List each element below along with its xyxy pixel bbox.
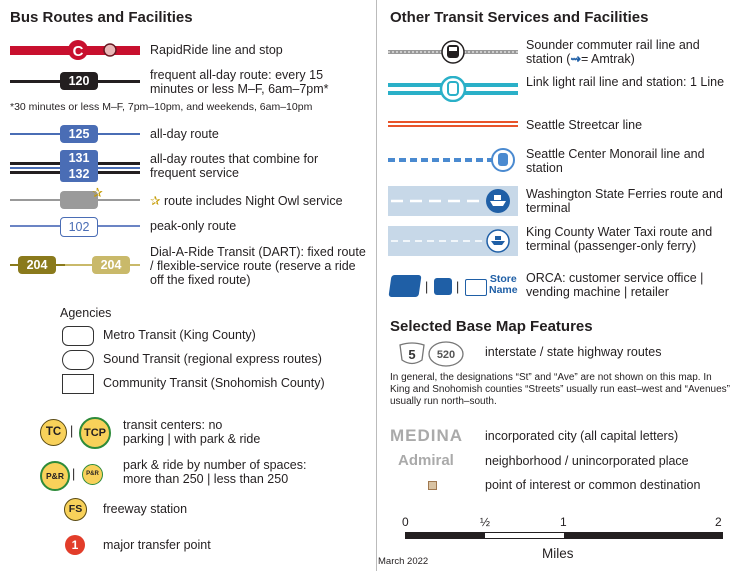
sound-agency-shape [62, 350, 94, 370]
poi-label: point of interest or common destination [485, 478, 701, 492]
bus-routes-heading: Bus Routes and Facilities [10, 9, 193, 26]
combine-badge-2: 132 [60, 166, 98, 182]
highways-label: interstate / state highway routes [485, 345, 662, 359]
watertaxi-label: King County Water Taxi route and termina… [526, 225, 713, 253]
scale-tick-half: ½ [480, 515, 491, 529]
orca-vending-icon [434, 278, 452, 295]
watertaxi-symbol [388, 226, 518, 256]
nightowl-text: route includes Night Owl service [163, 194, 343, 208]
allday-label: all-day route [150, 127, 219, 141]
scale-unit: Miles [542, 546, 574, 561]
scale-bar [405, 532, 723, 539]
nightowl-badge [60, 191, 98, 209]
neighborhood-label: neighborhood / unincorporated place [485, 454, 689, 468]
transfer-point-icon: 1 [65, 535, 85, 555]
transit-centers-label: transit centers: no parking | with park … [123, 418, 261, 446]
transit-center-park-ride-icon: TCP [79, 417, 111, 449]
frequent-label: frequent all-day route: every 15 minutes… [150, 68, 329, 96]
sound-agency-label: Sound Transit (regional express routes) [103, 352, 322, 366]
poi-icon [428, 481, 437, 490]
streetcar-line-2 [388, 125, 518, 127]
park-ride-small-icon: P&R [82, 464, 103, 485]
tc-separator: | [70, 424, 74, 438]
combine-label: all-day routes that combine for frequent… [150, 152, 319, 180]
other-transit-heading: Other Transit Services and Facilities [390, 9, 649, 26]
street-note: In general, the designations “St” and “A… [390, 372, 731, 407]
streetcar-line-1 [388, 121, 518, 123]
scale-tick-0: 0 [402, 515, 409, 529]
allday-badge: 125 [60, 125, 98, 143]
sounder-symbol [388, 40, 518, 64]
column-divider [376, 0, 377, 571]
nightowl-star-icon: ✰ [92, 185, 103, 200]
sounder-text: Sounder commuter rail line and station ( [526, 38, 700, 66]
orca-sep-1: | [425, 280, 429, 294]
orca-store-2: Name [489, 284, 518, 296]
scale-tick-2: 2 [715, 515, 722, 529]
agencies-heading: Agencies [60, 306, 112, 320]
metro-agency-label: Metro Transit (King County) [103, 328, 256, 342]
monorail-label: Seattle Center Monorail line and station [526, 147, 705, 175]
sounder-label: Sounder commuter rail line and station (… [526, 38, 731, 66]
monorail-symbol [388, 148, 518, 172]
orca-label: ORCA: customer service office | vending … [526, 271, 704, 299]
community-agency-label: Community Transit (Snohomish County) [103, 376, 325, 390]
interstate-shield: 5 [408, 347, 415, 362]
link-label: Link light rail line and station: 1 Line [526, 75, 725, 89]
amtrak-icon: ⇝ [570, 52, 581, 66]
orca-store-1: Store [489, 273, 517, 285]
orca-office-icon [388, 275, 422, 297]
dart-label: Dial-A-Ride Transit (DART): fixed route … [150, 245, 366, 287]
rapidride-symbol: C [10, 40, 140, 60]
freeway-station-icon: FS [64, 498, 87, 521]
park-ride-separator: | [72, 467, 76, 481]
ferries-label: Washington State Ferries route and termi… [526, 187, 723, 215]
frequent-note: *30 minutes or less M–F, 7pm–10pm, and w… [10, 101, 313, 113]
metro-agency-shape [62, 326, 94, 346]
peak-label: peak-only route [150, 219, 237, 233]
transfer-point-label: major transfer point [103, 538, 211, 552]
frequent-badge: 120 [60, 72, 98, 90]
base-map-heading: Selected Base Map Features [390, 318, 593, 335]
park-ride-label: park & ride by number of spaces: more th… [123, 458, 307, 486]
star-icon: ✰ [150, 194, 161, 208]
streetcar-label: Seattle Streetcar line [526, 118, 643, 132]
dart-badge: 204 [18, 256, 56, 274]
highway-shields: 5 520 [398, 340, 466, 368]
ferries-symbol [388, 186, 518, 216]
neighborhood-sample: Admiral [398, 452, 454, 469]
city-sample: MEDINA [390, 426, 464, 445]
rapidride-badge: C [73, 43, 84, 60]
freeway-station-label: freeway station [103, 502, 188, 516]
state-shield: 520 [437, 349, 455, 361]
sounder-text-end: = Amtrak) [580, 52, 635, 66]
combine-badge-1: 131 [60, 150, 98, 166]
nightowl-label: ✰ route includes Night Owl service [150, 194, 343, 208]
peak-badge: 102 [60, 217, 98, 237]
link-symbol [388, 75, 518, 103]
date-label: March 2022 [378, 556, 429, 567]
transit-center-icon: TC [40, 419, 67, 446]
city-label: incorporated city (all capital letters) [485, 429, 679, 443]
orca-sep-2: | [456, 280, 460, 294]
dart-flex-badge: 204 [92, 256, 130, 274]
scale-tick-1: 1 [560, 515, 567, 529]
rapidride-label: RapidRide line and stop [150, 43, 283, 57]
orca-retailer-icon [465, 279, 487, 296]
park-ride-large-icon: P&R [40, 461, 70, 491]
community-agency-shape [62, 374, 94, 394]
